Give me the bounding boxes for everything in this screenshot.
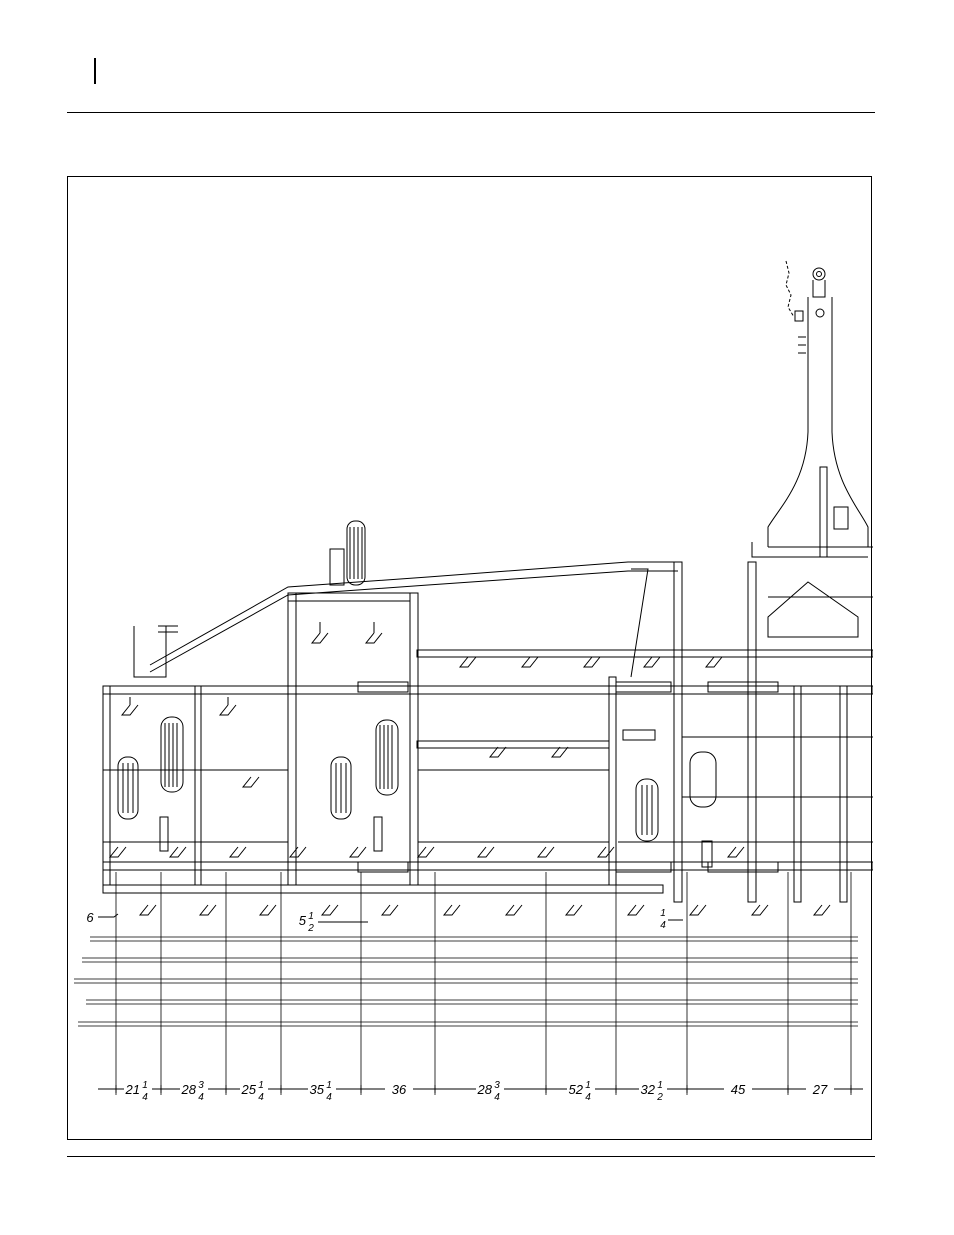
callout-numerator: 1 [308,911,314,922]
dimension-whole: 28 [181,1082,197,1097]
dimension-label: 45 [731,1082,746,1097]
callout-whole: 5 [299,913,307,928]
harrow-bars [74,937,858,1026]
dimension-whole: 45 [731,1082,746,1097]
dimension-whole: 52 [569,1082,584,1097]
dimension-whole: 35 [310,1082,325,1097]
dimension-denominator: 4 [585,1092,591,1103]
hitch-tongue [752,261,873,557]
dimension-numerator: 3 [198,1080,204,1091]
dimension-denominator: 4 [326,1092,332,1103]
callout-numerator: 1 [660,908,666,919]
callout-denominator: 2 [307,923,314,934]
extension-lines [116,872,851,1095]
hydraulic-cylinders [160,682,778,872]
dimension-numerator: 1 [258,1080,264,1091]
dimension-numerator: 1 [142,1080,148,1091]
dimension-denominator: 2 [656,1092,663,1103]
header-tick [94,58,96,84]
callout-denominator: 4 [660,920,666,931]
footer-rule [67,1156,875,1157]
dimension-whole: 28 [477,1082,493,1097]
front-lift-assembly [134,521,678,677]
main-frame [103,562,873,902]
callout-leaders [98,914,683,922]
callout-label: 14 [660,908,666,931]
callout-whole: 6 [86,910,94,925]
dimension-label: 27 [812,1082,828,1097]
dimension-denominator: 4 [198,1092,204,1103]
dimension-numerator: 3 [494,1080,500,1091]
dimension-whole: 36 [392,1082,407,1097]
dimension-numerator: 1 [657,1080,663,1091]
dimension-whole: 32 [641,1082,656,1097]
header-rule [67,112,875,113]
dimension-whole: 27 [812,1082,828,1097]
dimension-denominator: 4 [142,1092,148,1103]
dimension-numerator: 1 [326,1080,332,1091]
dimension-whole: 21 [125,1082,140,1097]
dimension-whole: 25 [241,1082,257,1097]
gauge-wheels [118,717,716,841]
dimension-denominator: 4 [258,1092,264,1103]
shanks [110,622,830,915]
callout-label: 6 [86,910,94,925]
dimension-numerator: 1 [585,1080,591,1091]
dimension-denominator: 4 [494,1092,500,1103]
dimension-label: 36 [392,1082,407,1097]
